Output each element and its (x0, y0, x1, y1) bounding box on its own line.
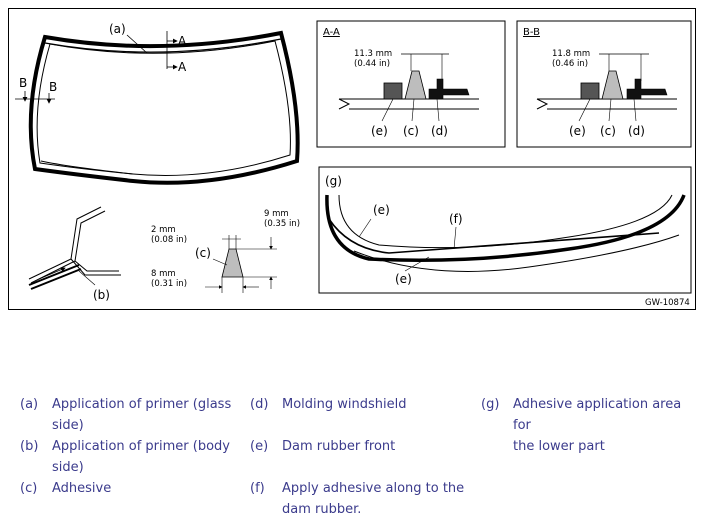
label-B-right: B (49, 80, 57, 94)
legend-text: Molding windshield (282, 397, 407, 412)
label-A-bottom: A (178, 60, 187, 74)
bead-top-in: (0.08 in) (151, 235, 187, 245)
bead-dimension: 2 mm (0.08 in) 9 mm (0.35 in) 8 mm (0.31… (151, 209, 300, 293)
lower-label-e-top: (e) (373, 203, 390, 217)
legend-key: (a) (20, 397, 39, 412)
section-aa-title: A-A (323, 27, 340, 38)
legend-key: (e) (250, 439, 269, 454)
legend-item-e: (e) Dam rubber front (250, 436, 470, 457)
legend-key: (f) (250, 481, 265, 496)
body-primer-sketch (28, 206, 121, 290)
bead-label-c: (c) (195, 246, 211, 260)
label-b: (b) (93, 288, 110, 302)
windshield-outline (28, 30, 300, 185)
section-bb-title: B-B (523, 27, 540, 38)
section-bb-dim-in: (0.46 in) (552, 59, 588, 69)
diagram-svg: (a) A A B B A-A 11.3 mm (0.44 in) (e) (c… (15, 20, 692, 308)
lower-label-f: (f) (449, 212, 463, 226)
bead-top-mm: 2 mm (151, 225, 176, 235)
legend-key: (c) (20, 481, 38, 496)
bead-height-in: (0.35 in) (264, 219, 300, 229)
bead-base-mm: 8 mm (151, 269, 176, 279)
section-bb-label-c: (c) (600, 124, 616, 138)
lower-area: (g) (e) (f) (e) (318, 166, 692, 294)
section-aa-label-d: (d) (431, 124, 448, 138)
section-bb-label-d: (d) (628, 124, 645, 138)
section-aa-dim-mm: 11.3 mm (354, 49, 392, 59)
label-B-left: B (19, 76, 27, 90)
section-bb-dim-mm: 11.8 mm (552, 49, 590, 59)
legend-text: Adhesive (52, 481, 112, 496)
label-A-top: A (178, 34, 187, 48)
legend-key: (d) (250, 397, 269, 412)
legend-key: (b) (20, 439, 39, 454)
section-aa: A-A 11.3 mm (0.44 in) (e) (c) (d) (316, 20, 506, 148)
label-a: (a) (109, 22, 126, 36)
section-aa-label-e: (e) (371, 124, 388, 138)
figure-code: GW-10874 (645, 298, 690, 308)
legend-item-d: (d) Molding windshield (250, 394, 470, 415)
bead-height-mm: 9 mm (264, 209, 289, 219)
section-bb-label-e: (e) (569, 124, 586, 138)
windshield-diagram: (a) A A B B A-A 11.3 mm (0.44 in) (e) (c… (8, 8, 696, 310)
bead-base-in: (0.31 in) (151, 279, 187, 289)
lower-label-g: (g) (325, 174, 342, 188)
section-aa-label-c: (c) (403, 124, 419, 138)
legend-text: Dam rubber front (282, 439, 396, 454)
lower-label-e-bottom: (e) (395, 272, 412, 286)
section-bb: B-B 11.8 mm (0.46 in) (e) (c) (d) (516, 20, 692, 148)
legend-key: (g) (481, 397, 500, 412)
legend-item-c: (c) Adhesive (20, 478, 240, 499)
section-aa-dim-in: (0.44 in) (354, 59, 390, 69)
